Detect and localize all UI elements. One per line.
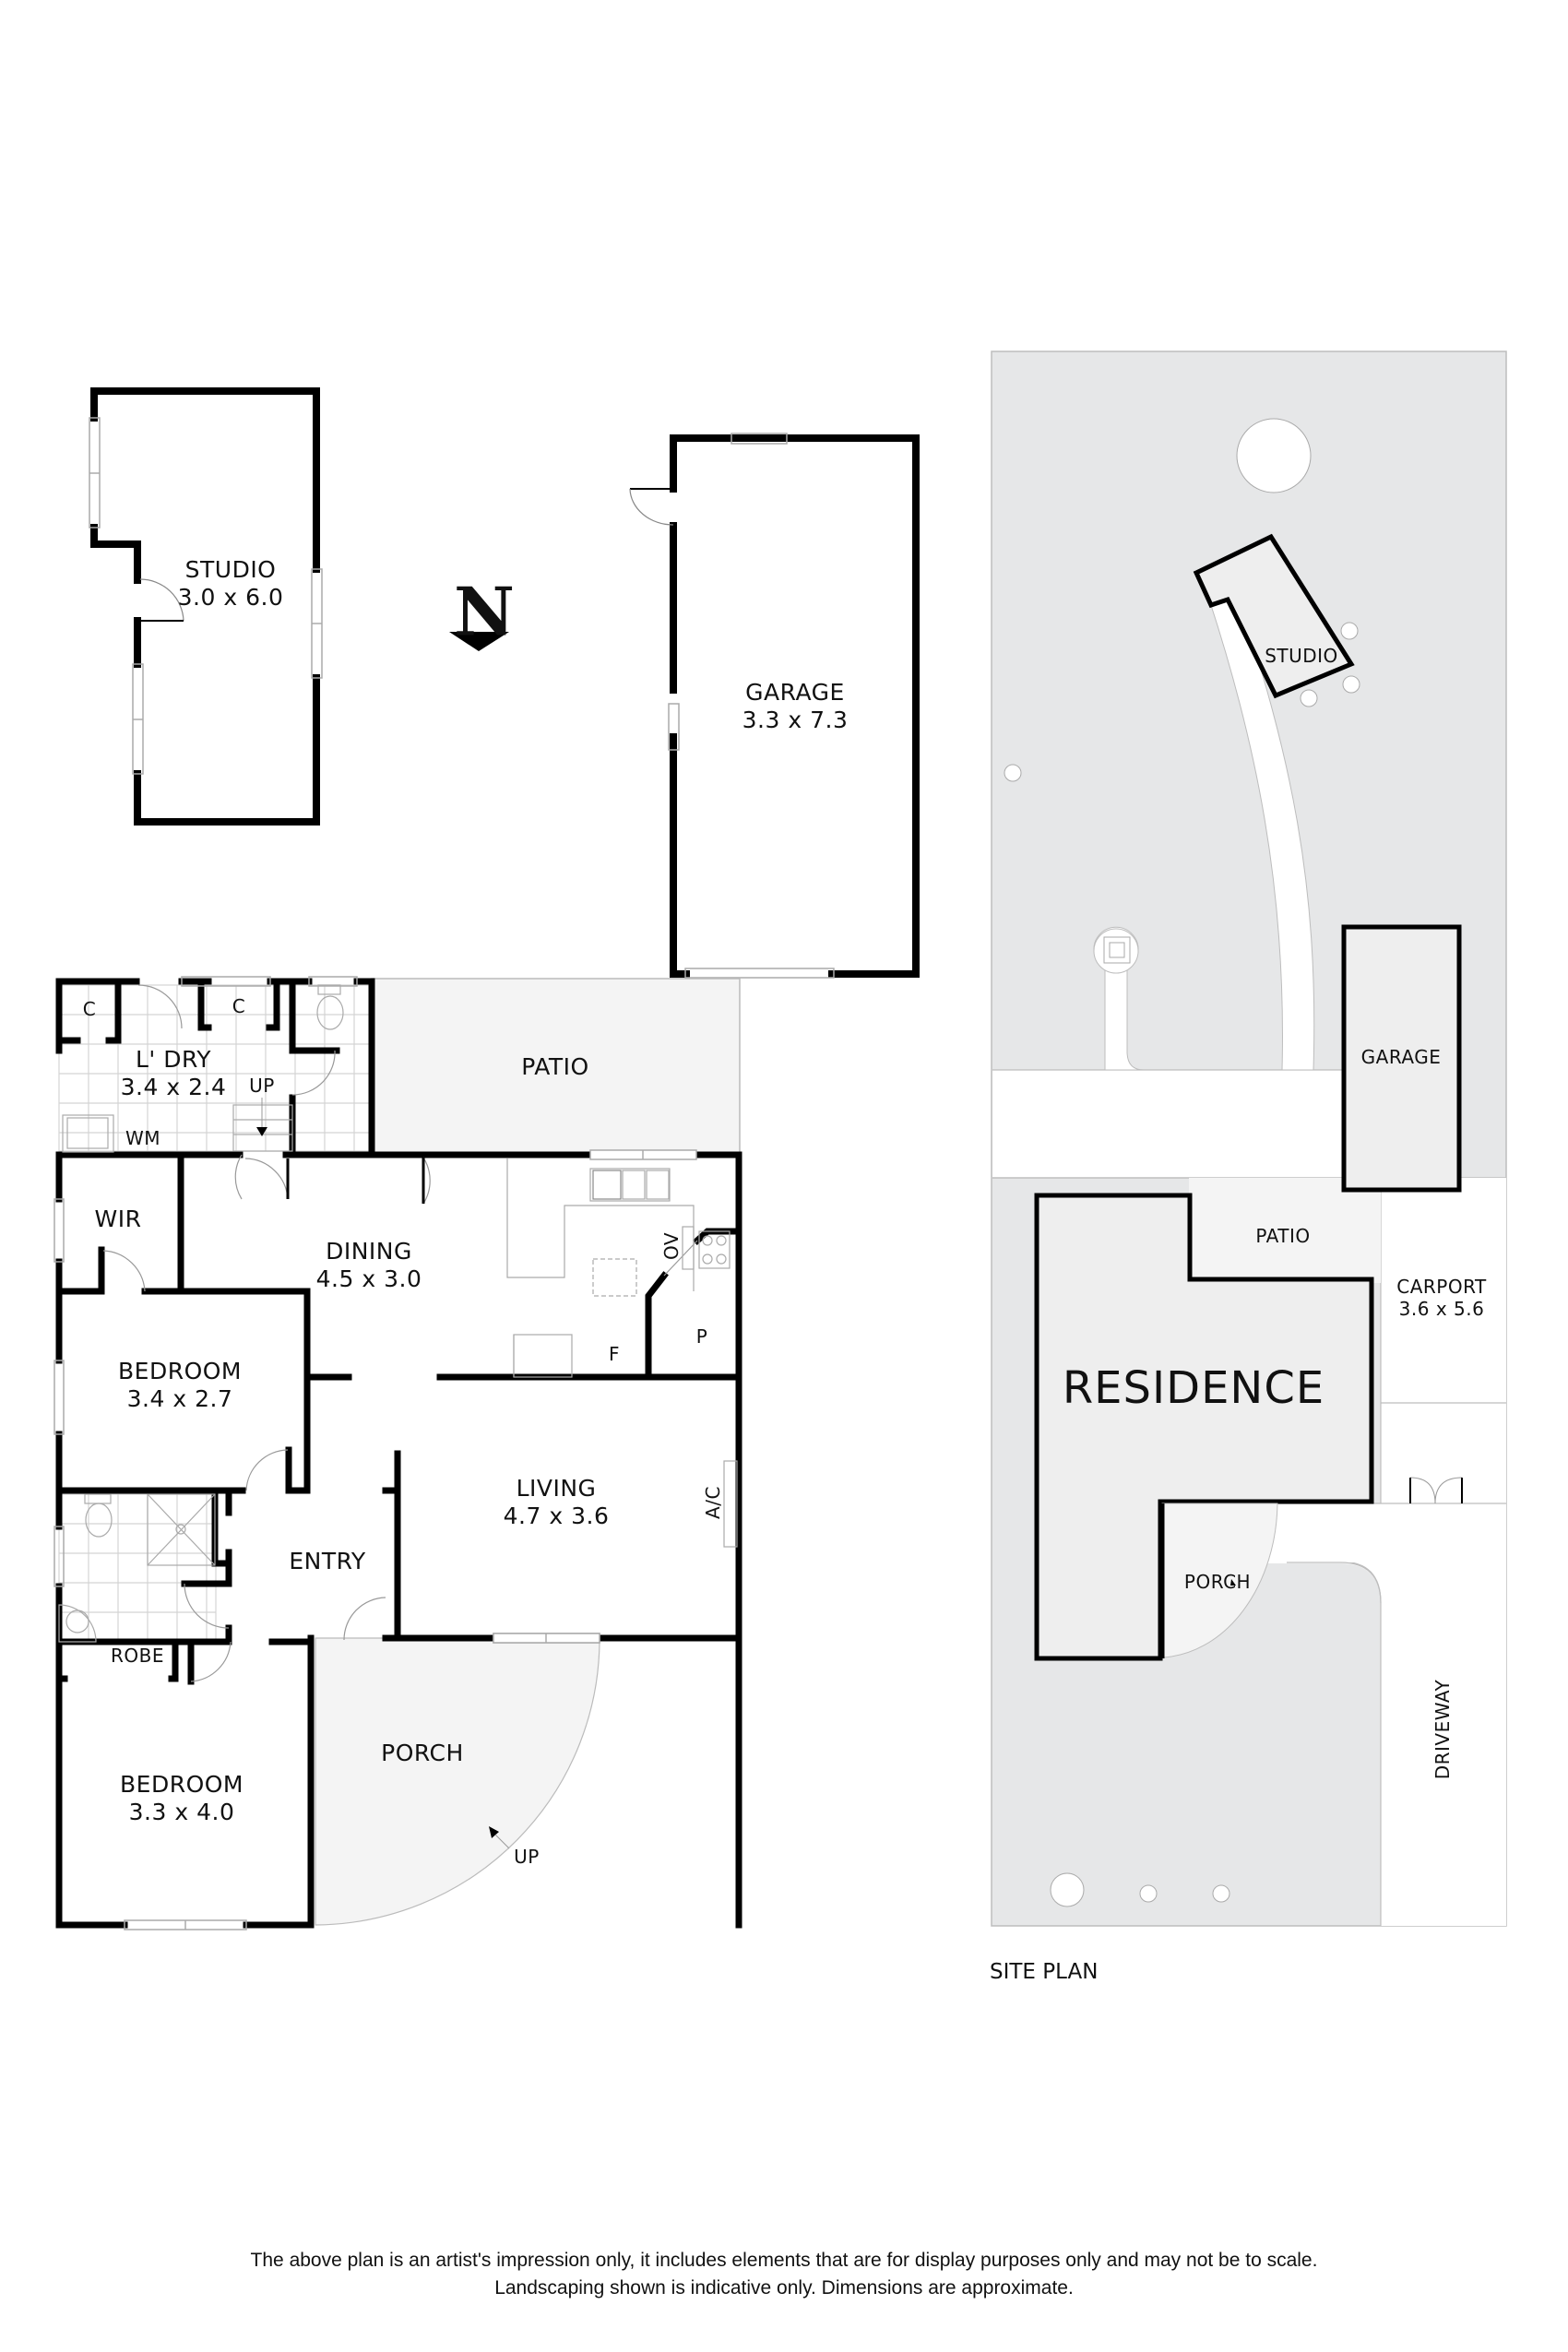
site-carport-name: CARPORT — [1396, 1276, 1487, 1298]
disclaimer-footer: The above plan is an artist's impression… — [0, 2247, 1568, 2302]
patio-area — [371, 978, 741, 1156]
living-name: LIVING — [516, 1475, 597, 1502]
kitchen-fixtures — [506, 1158, 738, 1548]
studio-name: STUDIO — [184, 556, 277, 583]
laundry-fixtures — [58, 984, 344, 1643]
garage-door — [629, 488, 674, 526]
porch-up-label: UP — [514, 1846, 540, 1868]
entry-name: ENTRY — [289, 1548, 366, 1574]
stairs-down-arrow-icon — [256, 1127, 267, 1136]
oven-label: OV — [660, 1232, 683, 1260]
cupboard-1-label: C — [83, 998, 96, 1020]
studio-dims: 3.0 x 6.0 — [177, 584, 284, 611]
dining-dims: 4.5 x 3.0 — [315, 1265, 422, 1292]
porch-name: PORCH — [381, 1740, 464, 1766]
robe-name: ROBE — [111, 1645, 164, 1667]
porch-area — [315, 1637, 600, 1926]
wir-name: WIR — [94, 1206, 142, 1232]
garage-outline — [670, 434, 920, 978]
stairs-up-name: UP — [249, 1075, 275, 1097]
site-porch-name: PORCH — [1183, 1571, 1252, 1593]
cupboard-1-name: C — [82, 998, 97, 1020]
garage-dims: 3.3 x 7.3 — [742, 707, 849, 733]
washing-machine-label: WM — [125, 1127, 160, 1149]
studio-door — [139, 578, 184, 622]
patio-name: PATIO — [521, 1053, 589, 1080]
fridge-label: F — [609, 1343, 620, 1365]
living-dims: 4.7 x 3.6 — [503, 1503, 610, 1529]
washing-machine-name: WM — [125, 1127, 161, 1149]
bedroom-2-dims: 3.3 x 4.0 — [128, 1799, 235, 1825]
site-garage-label: GARAGE — [1361, 1046, 1442, 1068]
studio-outline — [90, 387, 320, 826]
bedroom-2-name: BEDROOM — [120, 1771, 244, 1798]
site-porch-label: PORCH — [1184, 1571, 1251, 1593]
air-con-name: A/C — [702, 1486, 724, 1519]
site-plan-title: SITE PLAN — [990, 1960, 1099, 1984]
air-con-label: A/C — [702, 1486, 724, 1519]
bedroom-1-name: BEDROOM — [118, 1358, 242, 1384]
bedroom-2-label: BEDROOM 3.3 x 4.0 — [120, 1771, 244, 1826]
fridge-name: F — [608, 1343, 621, 1365]
site-garage-name: GARAGE — [1360, 1046, 1442, 1068]
north-arrow-icon — [449, 632, 509, 651]
site-driveway-name: DRIVEWAY — [1431, 1679, 1454, 1780]
site-studio-label: STUDIO — [1265, 645, 1338, 667]
site-patio-name: PATIO — [1255, 1225, 1311, 1247]
studio-windows — [89, 417, 323, 775]
studio-label: STUDIO 3.0 x 6.0 — [178, 556, 284, 612]
dining-label: DINING 4.5 x 3.0 — [316, 1238, 422, 1293]
cupboard-2-label: C — [232, 995, 245, 1017]
disclaimer-line-1: The above plan is an artist's impression… — [250, 2250, 1318, 2271]
site-driveway-label: DRIVEWAY — [1431, 1680, 1454, 1780]
site-carport-dims: 3.6 x 5.6 — [1398, 1298, 1485, 1320]
site-residence-label: RESIDENCE — [1063, 1362, 1324, 1416]
bedroom-1-dims: 3.4 x 2.7 — [126, 1385, 233, 1412]
wir-label: WIR — [95, 1206, 142, 1233]
laundry-name: L' DRY — [135, 1046, 212, 1073]
door-swings — [102, 984, 698, 1682]
dining-name: DINING — [326, 1238, 412, 1265]
tree-icons — [1004, 418, 1360, 1907]
living-label: LIVING 4.7 x 3.6 — [504, 1475, 610, 1530]
site-carport-label: CARPORT 3.6 x 5.6 — [1396, 1276, 1487, 1320]
garage-name: GARAGE — [745, 679, 845, 706]
porch-up-name: UP — [514, 1846, 540, 1868]
laundry-label: L' DRY 3.4 x 2.4 — [121, 1046, 227, 1101]
cupboard-2-name: C — [232, 995, 246, 1017]
garage-label: GARAGE 3.3 x 7.3 — [742, 679, 849, 734]
site-patio-label: PATIO — [1255, 1225, 1310, 1247]
porch-up-arrow-icon — [489, 1826, 499, 1838]
pantry-name: P — [695, 1325, 708, 1348]
house-walls — [55, 978, 742, 1929]
laundry-tiles — [58, 984, 371, 1152]
entry-label: ENTRY — [289, 1548, 365, 1575]
north-compass-letter: N — [454, 572, 515, 651]
bedroom-1-label: BEDROOM 3.4 x 2.7 — [118, 1358, 242, 1413]
robe-label: ROBE — [111, 1645, 164, 1667]
site-residence-name: RESIDENCE — [1062, 1362, 1325, 1415]
oven-name: OV — [660, 1231, 683, 1261]
porch-label: PORCH — [381, 1740, 464, 1767]
bathroom-tiles — [58, 1493, 217, 1643]
pantry-label: P — [696, 1325, 708, 1348]
site-plan-drawing — [991, 350, 1507, 1927]
patio-label: PATIO — [521, 1053, 588, 1081]
garage-windows — [668, 433, 835, 979]
stairs-up-label: UP — [249, 1075, 275, 1097]
disclaimer-line-2: Landscaping shown is indicative only. Di… — [494, 2277, 1074, 2299]
house-windows — [53, 976, 697, 1930]
laundry-dims: 3.4 x 2.4 — [120, 1074, 227, 1100]
site-studio-name: STUDIO — [1265, 645, 1338, 667]
